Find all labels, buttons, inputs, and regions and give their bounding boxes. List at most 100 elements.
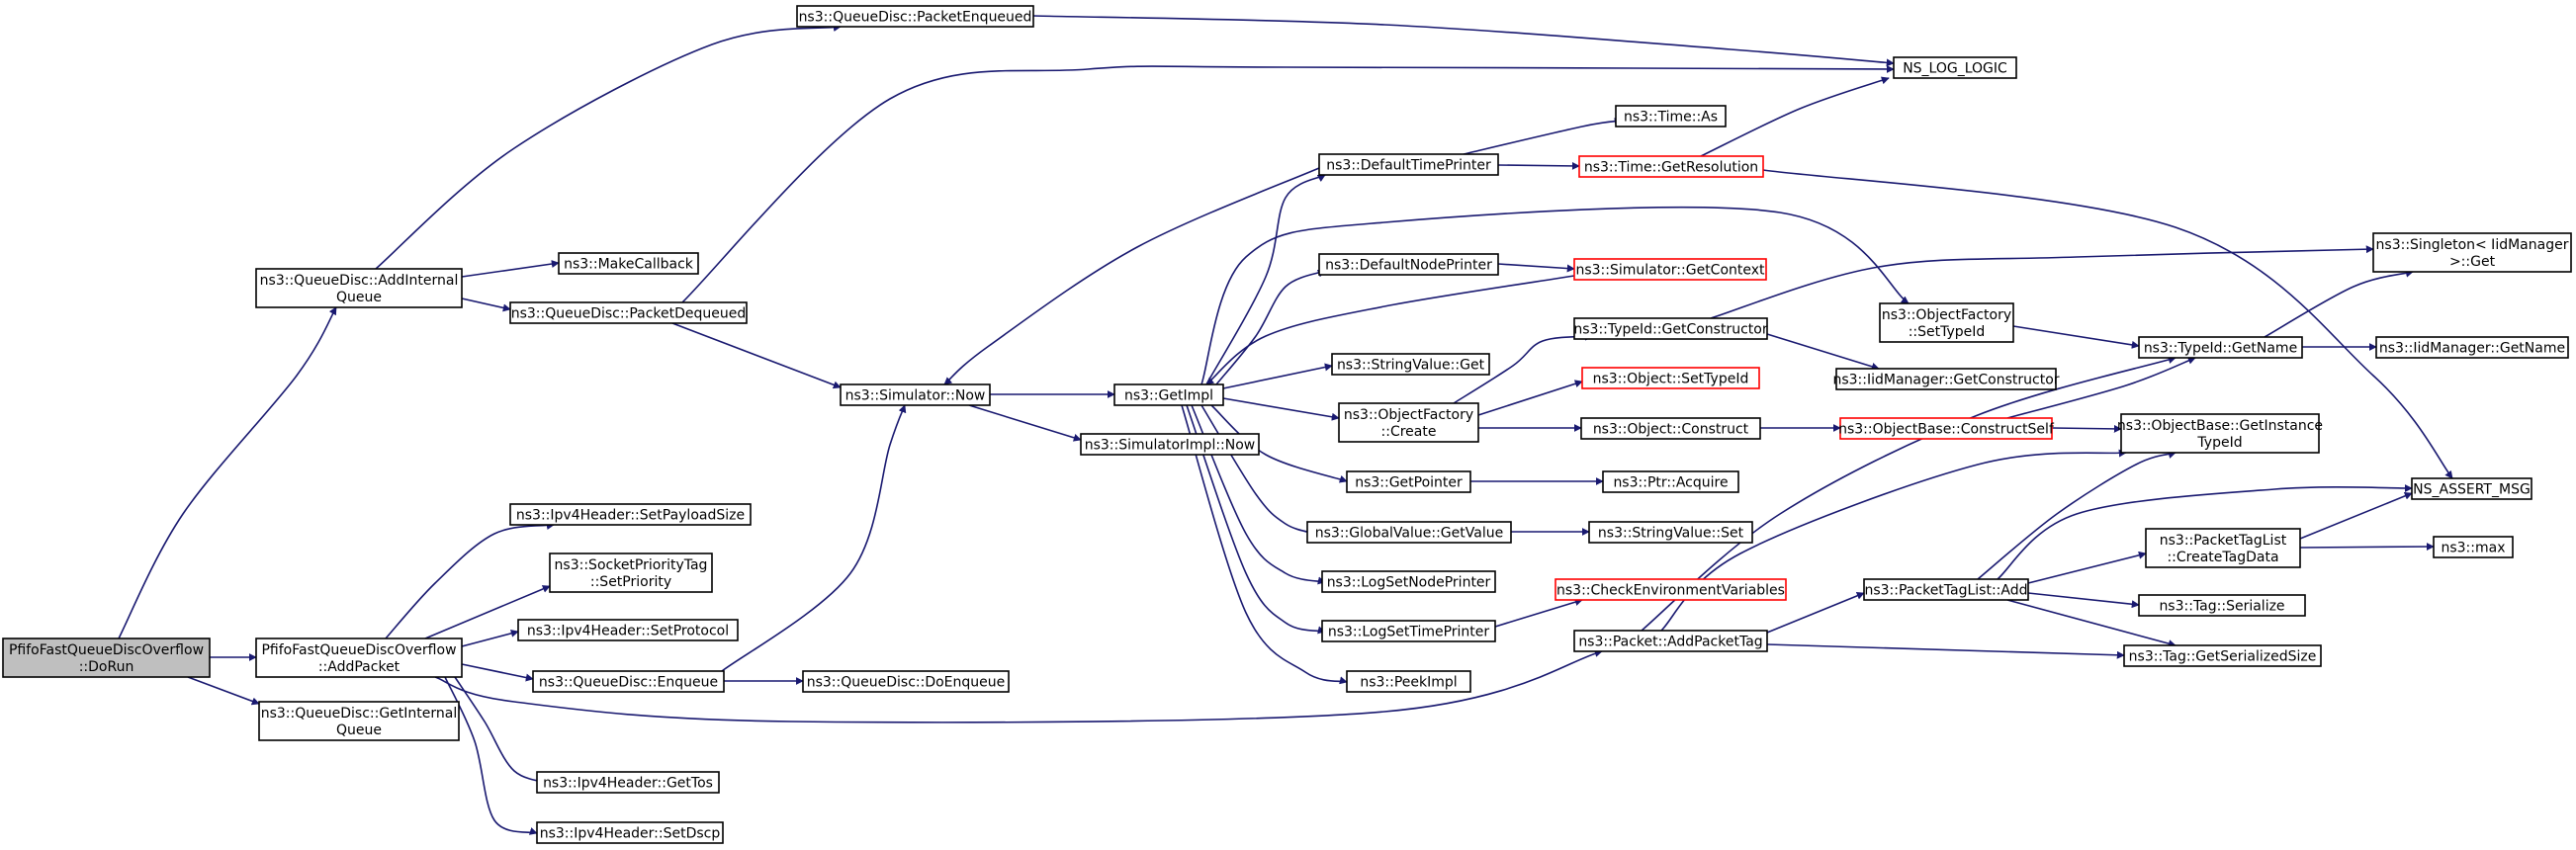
node-box[interactable]: [1893, 56, 2017, 79]
node-simImplNow[interactable]: ns3::SimulatorImpl::Now: [1080, 433, 1260, 456]
node-box[interactable]: [1113, 383, 1224, 406]
node-doEnqueue[interactable]: ns3::QueueDisc::DoEnqueue: [802, 670, 1010, 693]
node-box[interactable]: [1321, 620, 1496, 642]
node-box[interactable]: [1879, 302, 2014, 343]
node-box[interactable]: [536, 771, 720, 794]
node-box[interactable]: [1346, 670, 1471, 693]
node-nsAssertMsg[interactable]: NS_ASSERT_MSG: [2411, 477, 2532, 500]
node-logSetTimePrinter[interactable]: ns3::LogSetTimePrinter: [1321, 620, 1496, 642]
node-box[interactable]: [1318, 153, 1499, 176]
node-box[interactable]: [517, 619, 739, 641]
node-box[interactable]: [1581, 367, 1760, 389]
node-box[interactable]: [2, 638, 211, 678]
node-box[interactable]: [2120, 413, 2320, 454]
node-box[interactable]: [1615, 105, 1727, 128]
node-box[interactable]: [1331, 353, 1490, 376]
node-checkEnvVars[interactable]: ns3::CheckEnvironmentVariables: [1554, 578, 1787, 601]
node-box[interactable]: [549, 552, 713, 593]
node-box[interactable]: [2372, 232, 2572, 273]
node-box[interactable]: [1306, 521, 1512, 544]
node-objFactorySetTypeId[interactable]: ns3::ObjectFactory::SetTypeId: [1879, 302, 2014, 343]
node-packetEnqueued[interactable]: ns3::QueueDisc::PacketEnqueued: [796, 5, 1034, 28]
node-packetDequeued[interactable]: ns3::QueueDisc::PacketDequeued: [509, 301, 748, 324]
node-addPacket[interactable]: PfifoFastQueueDiscOverflow::AddPacket: [255, 638, 463, 678]
node-box[interactable]: [2375, 336, 2569, 359]
node-box[interactable]: [1573, 630, 1768, 652]
node-typeIdGetCtor[interactable]: ns3::TypeId::GetConstructor: [1573, 317, 1768, 340]
node-singletonGet[interactable]: ns3::Singleton< IidManager>::Get: [2372, 232, 2572, 273]
node-box[interactable]: [1080, 433, 1260, 456]
node-packetTagListAdd[interactable]: ns3::PacketTagList::Add: [1863, 578, 2029, 601]
node-box[interactable]: [1588, 521, 1753, 544]
node-box[interactable]: [509, 301, 748, 324]
node-getTos[interactable]: ns3::Ipv4Header::GetTos: [536, 771, 720, 794]
node-timeAs[interactable]: ns3::Time::As: [1615, 105, 1727, 128]
node-root[interactable]: PfifoFastQueueDiscOverflow::DoRun: [2, 638, 211, 678]
node-box[interactable]: [1578, 155, 1764, 178]
node-objBaseConstructSelf[interactable]: ns3::ObjectBase::ConstructSelf: [1838, 417, 2055, 440]
node-createTagData[interactable]: ns3::PacketTagList::CreateTagData: [2145, 528, 2301, 568]
node-box[interactable]: [558, 252, 699, 275]
node-tagGetSerSize[interactable]: ns3::Tag::GetSerializedSize: [2123, 644, 2322, 667]
node-getImpl[interactable]: ns3::GetImpl: [1113, 383, 1224, 406]
node-typeIdGetName[interactable]: ns3::TypeId::GetName: [2138, 336, 2303, 359]
node-box[interactable]: [1318, 253, 1499, 276]
node-box[interactable]: [2138, 594, 2306, 617]
node-box[interactable]: [1863, 578, 2029, 601]
node-box[interactable]: [796, 5, 1034, 28]
node-box[interactable]: [1580, 417, 1761, 440]
node-tagSerialize[interactable]: ns3::Tag::Serialize: [2138, 594, 2306, 617]
node-setPayloadSize[interactable]: ns3::Ipv4Header::SetPayloadSize: [509, 503, 752, 526]
node-timeGetRes[interactable]: ns3::Time::GetResolution: [1578, 155, 1764, 178]
node-objectConstruct[interactable]: ns3::Object::Construct: [1580, 417, 1761, 440]
node-globalValueGet[interactable]: ns3::GlobalValue::GetValue: [1306, 521, 1512, 544]
node-box[interactable]: [255, 268, 463, 308]
node-box[interactable]: [258, 701, 460, 741]
node-box[interactable]: [536, 821, 724, 844]
node-box[interactable]: [1839, 417, 2053, 440]
node-box[interactable]: [1835, 368, 2057, 390]
node-simGetContext[interactable]: ns3::Simulator::GetContext: [1573, 258, 1767, 281]
node-box[interactable]: [2138, 336, 2303, 359]
node-box[interactable]: [1321, 570, 1496, 593]
node-box[interactable]: [1573, 317, 1768, 340]
node-socketPrio[interactable]: ns3::SocketPriorityTag::SetPriority: [549, 552, 713, 593]
node-objFactoryCreate[interactable]: ns3::ObjectFactory::Create: [1338, 402, 1479, 443]
node-addPacketTag[interactable]: ns3::Packet::AddPacketTag: [1573, 630, 1768, 652]
node-makeCallback[interactable]: ns3::MakeCallback: [558, 252, 699, 275]
node-stringValueGet[interactable]: ns3::StringValue::Get: [1331, 353, 1490, 376]
node-box[interactable]: [2123, 644, 2322, 667]
node-box[interactable]: [1554, 578, 1787, 601]
node-logSetNodePrinter[interactable]: ns3::LogSetNodePrinter: [1321, 570, 1496, 593]
node-box[interactable]: [840, 383, 991, 406]
node-box[interactable]: [2411, 477, 2532, 500]
node-box[interactable]: [255, 638, 463, 678]
node-getPointer[interactable]: ns3::GetPointer: [1346, 470, 1471, 493]
node-ptrAcquire[interactable]: ns3::Ptr::Acquire: [1602, 470, 1739, 493]
node-box[interactable]: [509, 503, 752, 526]
node-box[interactable]: [1338, 402, 1479, 443]
node-box[interactable]: [1573, 258, 1767, 281]
node-simNow[interactable]: ns3::Simulator::Now: [840, 383, 991, 406]
node-iidMgrGetCtor[interactable]: ns3::IidManager::GetConstructor: [1832, 368, 2060, 390]
node-setDscp[interactable]: ns3::Ipv4Header::SetDscp: [536, 821, 724, 844]
node-peekImpl[interactable]: ns3::PeekImpl: [1346, 670, 1471, 693]
node-box[interactable]: [2145, 528, 2301, 568]
node-setProtocol[interactable]: ns3::Ipv4Header::SetProtocol: [517, 619, 739, 641]
node-objectSetTypeId[interactable]: ns3::Object::SetTypeId: [1581, 367, 1760, 389]
node-nsMax[interactable]: ns3::max: [2433, 536, 2514, 558]
node-box[interactable]: [1602, 470, 1739, 493]
node-nsLogLogic[interactable]: NS_LOG_LOGIC: [1893, 56, 2017, 79]
node-iidMgrGetName[interactable]: ns3::IidManager::GetName: [2375, 336, 2569, 359]
node-stringValueSet[interactable]: ns3::StringValue::Set: [1588, 521, 1753, 544]
node-enqueue[interactable]: ns3::QueueDisc::Enqueue: [532, 670, 725, 693]
node-box[interactable]: [1346, 470, 1471, 493]
node-box[interactable]: [802, 670, 1010, 693]
node-defaultTimePrinter[interactable]: ns3::DefaultTimePrinter: [1318, 153, 1499, 176]
node-box[interactable]: [2433, 536, 2514, 558]
node-defaultNodePrinter[interactable]: ns3::DefaultNodePrinter: [1318, 253, 1499, 276]
node-box[interactable]: [532, 670, 725, 693]
